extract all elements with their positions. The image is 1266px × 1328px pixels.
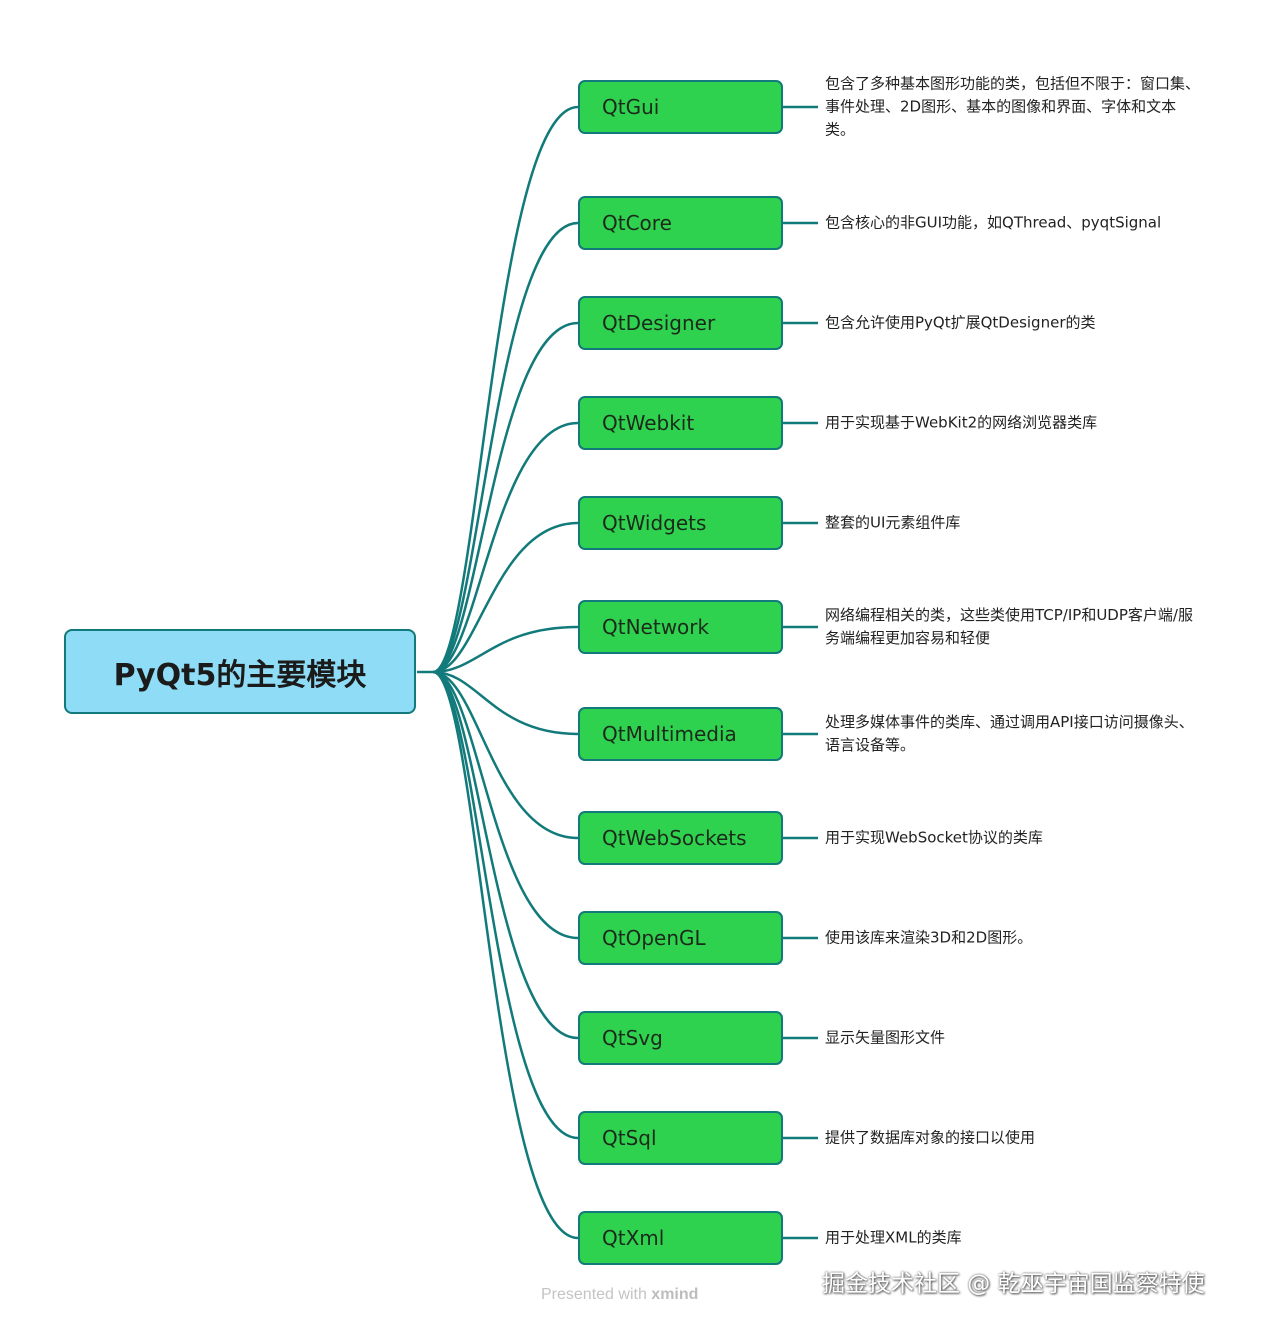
- branch-connector: [432, 670, 579, 736]
- module-description: 提供了数据库对象的接口以使用: [825, 1128, 1036, 1147]
- module-topic[interactable]: QtDesigner: [578, 296, 783, 350]
- branch-connector: [432, 670, 579, 940]
- module-topic[interactable]: QtSql: [578, 1111, 783, 1165]
- module-description: 用于实现基于WebKit2的网络浏览器类库: [825, 413, 1098, 432]
- module-topic[interactable]: QtCore: [578, 196, 783, 250]
- xmind-brand: xmind: [651, 1286, 699, 1303]
- module-description: 包含了多种基本图形功能的类，包括但不限于：窗口集、事件处理、2D图形、基本的图像…: [825, 74, 1201, 139]
- footer-prefix: Presented with: [541, 1286, 647, 1303]
- branch-connector: [432, 670, 579, 1140]
- module-description: 包含允许使用PyQt扩展QtDesigner的类: [825, 313, 1096, 332]
- module-topic[interactable]: QtMultimedia: [578, 707, 783, 761]
- watermark: 掘金技术社区 @ 乾巫宇宙国监察特使: [822, 1271, 1205, 1297]
- presented-with-footer: Presented with xmind: [541, 1286, 698, 1304]
- module-topic[interactable]: QtNetwork: [578, 600, 783, 654]
- module-topic[interactable]: QtSvg: [578, 1011, 783, 1065]
- branch-connector: [432, 625, 579, 674]
- module-topic[interactable]: QtWidgets: [578, 496, 783, 550]
- root-topic[interactable]: PyQt5的主要模块: [64, 629, 416, 714]
- module-topic[interactable]: QtWebSockets: [578, 811, 783, 865]
- branch-connector: [432, 521, 579, 674]
- module-description: 显示矢量图形文件: [825, 1028, 946, 1047]
- module-description: 用于处理XML的类库: [825, 1228, 962, 1247]
- module-description: 包含核心的非GUI功能，如QThread、pyqtSignal: [825, 213, 1162, 232]
- branch-connector: [432, 321, 579, 674]
- branch-connector: [432, 670, 579, 840]
- branch-connector: [432, 221, 579, 674]
- branch-connector: [432, 670, 579, 1240]
- module-description: 用于实现WebSocket协议的类库: [825, 828, 1043, 847]
- branch-connector: [432, 670, 579, 1040]
- module-topic[interactable]: QtOpenGL: [578, 911, 783, 965]
- module-description: 整套的UI元素组件库: [825, 513, 961, 532]
- module-topic[interactable]: QtWebkit: [578, 396, 783, 450]
- branch-connector: [432, 421, 579, 674]
- module-topic[interactable]: QtXml: [578, 1211, 783, 1265]
- module-description: 网络编程相关的类，这些类使用TCP/IP和UDP客户端/服务端编程更加容易和轻便: [825, 606, 1193, 647]
- branch-connector: [432, 105, 579, 674]
- module-topic[interactable]: QtGui: [578, 80, 783, 134]
- module-description: 处理多媒体事件的类库、通过调用API接口访问摄像头、语言设备等。: [825, 713, 1194, 754]
- module-description: 使用该库来渲染3D和2D图形。: [825, 928, 1033, 947]
